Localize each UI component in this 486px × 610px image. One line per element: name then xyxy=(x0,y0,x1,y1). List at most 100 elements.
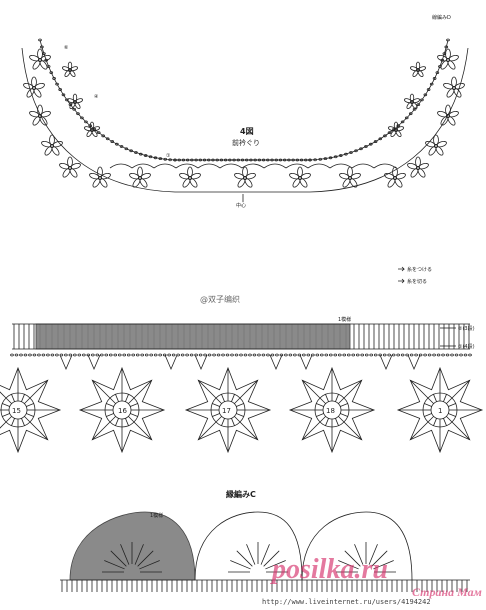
band-row-2-label: ②(3段) xyxy=(458,326,475,332)
chain-stitch xyxy=(303,158,308,162)
edging-repeat-shaded xyxy=(69,511,196,581)
petal xyxy=(132,178,141,188)
motif-spoke xyxy=(448,413,456,417)
chain-stitch xyxy=(232,158,236,162)
fan-stitch xyxy=(263,550,280,567)
chain-stitch xyxy=(50,353,55,357)
flower-motif xyxy=(289,166,311,188)
chain-stitch xyxy=(212,353,216,357)
mesh-arc xyxy=(109,163,133,169)
motif-point-stitch xyxy=(451,380,470,399)
connector-stitch xyxy=(164,354,178,371)
mesh-arc xyxy=(307,163,331,169)
chain-stitch xyxy=(432,77,437,80)
motif-spoke xyxy=(21,394,25,402)
chain-stitch xyxy=(55,82,59,86)
chain-stitch xyxy=(168,158,172,162)
edging-c-title: 縁編みC xyxy=(226,490,256,499)
chain-stitch xyxy=(101,134,105,138)
chain-stitch xyxy=(342,353,347,357)
motif-spoke xyxy=(109,397,116,404)
petal xyxy=(395,172,406,180)
fan-stitch xyxy=(260,544,270,565)
chain-stitch xyxy=(291,158,295,162)
chain-stitch xyxy=(302,353,306,357)
flower-center xyxy=(415,68,420,73)
petal xyxy=(70,162,81,170)
edging-d-marker-label: 線編みD xyxy=(432,15,451,21)
motif-spoke xyxy=(335,418,339,426)
flower-motif xyxy=(234,166,256,188)
petal xyxy=(69,70,76,78)
motif-spoke xyxy=(24,416,31,423)
motif-point-stitch xyxy=(92,380,111,399)
motif-spoke xyxy=(443,394,447,402)
petal xyxy=(292,178,301,188)
chain-stitch xyxy=(131,353,136,357)
chain-stitch xyxy=(274,158,279,162)
chain-stitch xyxy=(337,353,342,357)
chain-stitch xyxy=(206,158,211,162)
fan-stitch xyxy=(265,560,286,570)
fan-stitch xyxy=(246,544,256,565)
chain-stitch xyxy=(158,157,163,161)
motif-point-stitch xyxy=(343,380,362,399)
chain-stitch xyxy=(173,158,177,162)
petal xyxy=(300,172,311,180)
chain-stitch xyxy=(287,158,291,162)
motif-spoke xyxy=(427,416,434,423)
petal xyxy=(245,172,256,180)
chain-stitch xyxy=(387,353,391,357)
flower-center xyxy=(73,100,78,105)
motif-number-1: 1 xyxy=(438,407,443,415)
motif-spoke xyxy=(433,418,437,426)
motif-spoke xyxy=(106,413,114,417)
chain-stitch xyxy=(423,353,427,357)
flower-motif xyxy=(29,104,51,126)
petal xyxy=(396,126,405,132)
petal xyxy=(51,146,60,156)
petal xyxy=(448,110,459,118)
petal xyxy=(417,168,426,178)
neckline-diagram xyxy=(21,38,469,202)
chain-stitch xyxy=(240,158,245,162)
petal xyxy=(52,140,63,148)
motif-spoke xyxy=(5,397,12,404)
petal xyxy=(32,116,41,126)
chain-stitch xyxy=(19,353,23,357)
chain-stitch xyxy=(32,353,37,357)
chain-stitch xyxy=(91,353,95,357)
chain-stitch xyxy=(216,353,221,357)
flower-motif xyxy=(403,93,421,110)
chain-stitch xyxy=(416,103,421,107)
motif-spoke xyxy=(221,418,225,426)
flower-center xyxy=(297,175,302,180)
petal xyxy=(91,130,98,138)
chain-stitch xyxy=(117,353,122,357)
petal xyxy=(190,172,201,180)
motif-point-stitch xyxy=(343,421,362,440)
chain-stitch xyxy=(225,353,230,357)
chain-stitch xyxy=(349,151,353,154)
chain-stitch xyxy=(293,353,297,357)
chain-stitch xyxy=(468,353,472,357)
motif-spoke xyxy=(26,403,34,407)
petal xyxy=(447,60,456,70)
flower-center xyxy=(68,165,73,170)
chain-stitch xyxy=(324,353,329,357)
motif-spoke xyxy=(340,403,348,407)
chain-stitch xyxy=(134,151,138,154)
chain-stitch xyxy=(405,353,409,357)
connector-stitch xyxy=(59,354,73,371)
petal xyxy=(339,172,350,180)
chain-stitch xyxy=(369,353,374,357)
fan-stitch xyxy=(120,544,130,565)
chain-stitch xyxy=(248,353,252,357)
chain-stitch xyxy=(275,353,279,357)
chain-stitch xyxy=(378,137,383,141)
petal xyxy=(390,130,397,138)
petal xyxy=(140,172,151,180)
petal xyxy=(242,166,248,178)
flower-motif xyxy=(41,134,63,156)
